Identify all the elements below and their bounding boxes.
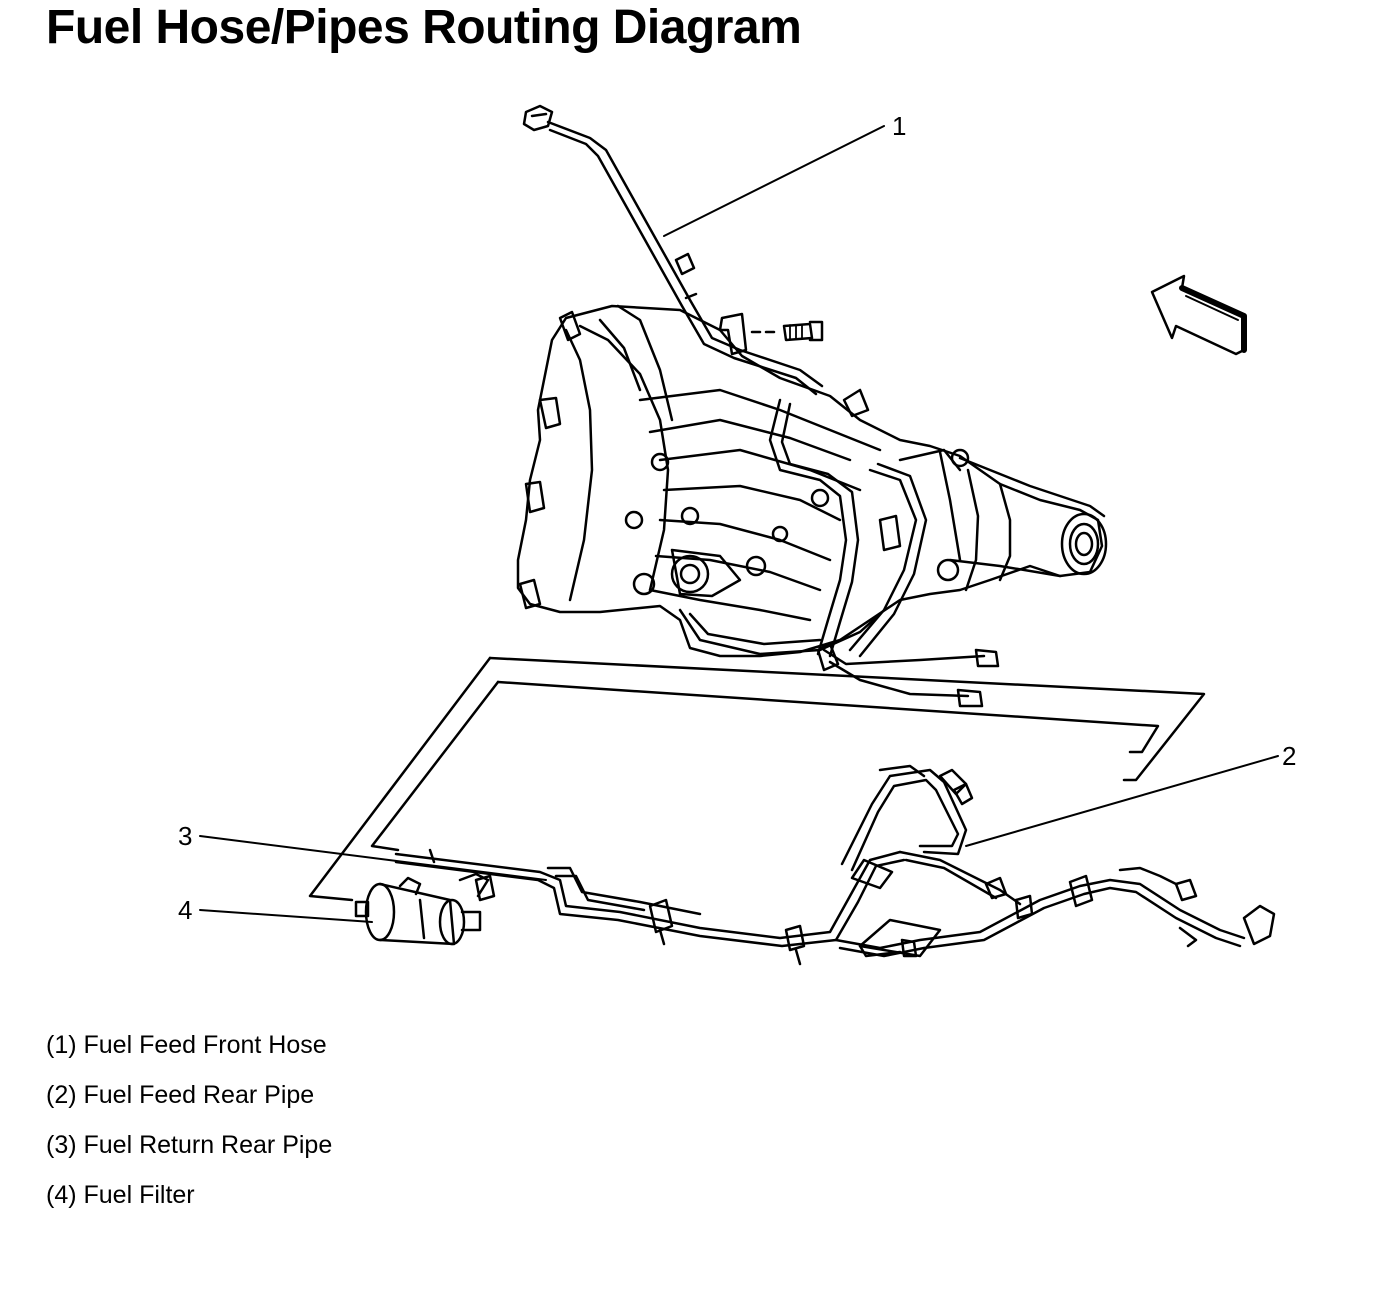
legend-item-fuel-feed-rear-pipe: (2) Fuel Feed Rear Pipe [46, 1081, 315, 1109]
front-direction-arrow-icon [1150, 274, 1247, 356]
legend-item-fuel-return-rear-pipe: (3) Fuel Return Rear Pipe [46, 1131, 333, 1159]
legend-item-fuel-filter: (4) Fuel Filter [46, 1181, 195, 1209]
legend-item-fuel-feed-front-hose: (1) Fuel Feed Front Hose [46, 1031, 327, 1059]
fuel-feed-front-hose [522, 104, 824, 396]
parts-legend: (1) Fuel Feed Front Hose (2) Fuel Feed R… [46, 1030, 332, 1230]
diagram-title: Fuel Hose/Pipes Routing Diagram [46, 1, 802, 54]
fuel-filter [354, 872, 490, 946]
fuel-rear-pipes [394, 764, 1276, 966]
callout-4: 4 [178, 895, 192, 925]
vehicle-frame-outline [308, 656, 1206, 902]
callout-2: 2 [1282, 741, 1296, 771]
callout-3: 3 [178, 821, 192, 851]
callout-1: 1 [892, 111, 906, 141]
callout-leaders [199, 125, 1279, 923]
transmission-assembly [516, 304, 1108, 708]
